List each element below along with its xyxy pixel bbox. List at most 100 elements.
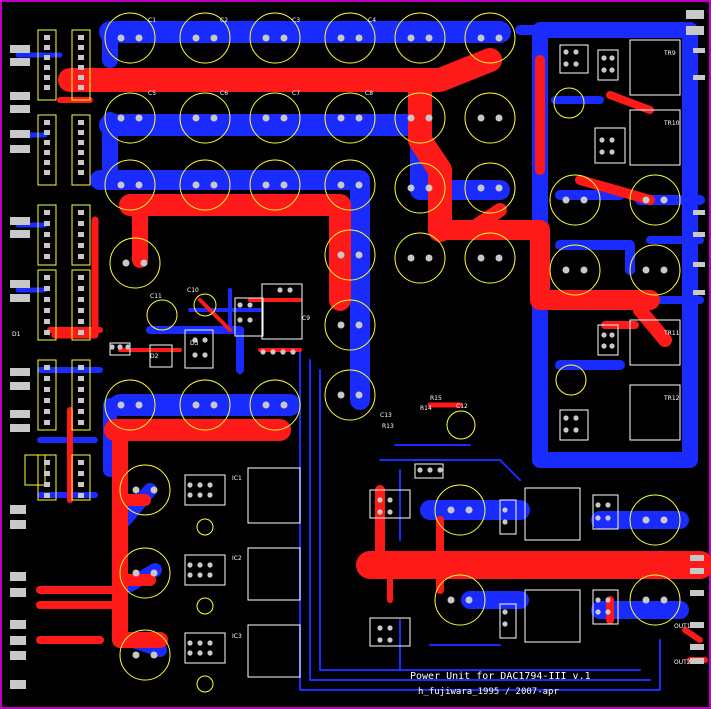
component-pad [44,120,50,125]
capacitor-pad [150,486,158,494]
silkscreen-labels: C1 C2 C3 C4 C5 C6 C7 C8 C9 C10 C11 C12 C… [12,17,691,697]
capacitor-pad [262,401,270,409]
component-pad [44,275,50,280]
component-pad [78,493,84,498]
small-components [109,44,626,693]
left-component-blocks [24,29,91,501]
capacitor-pad [465,506,473,514]
electrolytic-capacitor [179,159,231,211]
component-pad [78,330,84,335]
cap-label-c7: C7 [292,90,300,97]
small-pad [277,287,283,293]
small-pad [270,349,276,355]
label-d3: D3 [190,340,199,347]
electrolytic-capacitor [394,92,446,144]
small-pad [605,502,611,508]
capacitor-pad [465,596,473,604]
small-pad [595,515,601,521]
component-pad [44,65,50,70]
small-pad [247,317,253,323]
electrolytic-capacitor [249,12,301,64]
electrolytic-capacitor [464,92,516,144]
component-pad [78,150,84,155]
capacitor-pad [337,181,345,189]
small-pad [502,507,508,513]
component-pad [78,221,84,226]
capacitor-pad [642,196,650,204]
electrolytic-capacitor [394,12,446,64]
component-pad [78,243,84,248]
capacitor-pad [192,181,200,189]
component-pad [44,420,50,425]
component-pad [78,460,84,465]
capacitor-pad [660,516,668,524]
component-pad [44,365,50,370]
component-pad [78,471,84,476]
top-copper-layer [36,48,711,663]
electrolytic-capacitor [119,547,171,599]
capacitor-pad [280,181,288,189]
electrolytic-capacitor [324,229,376,281]
label-c10: C10 [187,287,199,294]
capacitor-pad [580,266,588,274]
component-pad [44,319,50,324]
component-pad [44,286,50,291]
capacitor-pad [337,114,345,122]
capacitor-pad [355,251,363,259]
capacitor-pad [355,34,363,42]
capacitor-pad [337,321,345,329]
small-pad [609,149,615,155]
small-pad [109,344,115,350]
capacitor-pad [477,254,485,262]
label-ic1: IC1 [232,475,242,482]
capacitor-pad [425,184,433,192]
small-pad [187,482,193,488]
big-capacitors [104,12,681,681]
component-pad [78,398,84,403]
component-pad [44,387,50,392]
small-pad [290,349,296,355]
small-pad [202,337,208,343]
electrolytic-capacitor [324,12,376,64]
component-pad [44,75,50,80]
capacitor-pad [562,266,570,274]
component-pad [44,35,50,40]
component-pad [44,170,50,175]
board-author: h_fujiwara_1995 / 2007-apr [418,687,559,697]
component-pad [78,297,84,302]
component-pad [78,420,84,425]
small-pad [573,415,579,421]
capacitor-pad [122,259,130,267]
electrolytic-capacitor [629,244,681,296]
small-pad [601,332,607,338]
small-pad [609,137,615,143]
electrolytic-capacitor [119,464,171,516]
capacitor-pad [495,114,503,122]
small-pad [609,67,615,73]
small-pad [125,344,131,350]
electrolytic-capacitor [324,299,376,351]
small-pad [187,492,193,498]
component-pad [44,460,50,465]
capacitor-pad [337,251,345,259]
electrolytic-capacitor [104,92,156,144]
label-out2: OUT2 [674,659,691,666]
capacitor-pad [210,114,218,122]
small-pad [563,61,569,67]
right-edge-connectors [686,10,705,664]
small-pad [387,497,393,503]
electrolytic-capacitor [119,629,171,681]
component-pad [44,210,50,215]
small-pad [502,609,508,615]
small-pad [207,482,213,488]
small-pad [437,467,443,473]
small-pad [387,509,393,515]
small-pad [563,49,569,55]
label-c9: C9 [302,315,310,322]
capacitor-pad [642,516,650,524]
label-ic2: IC2 [232,555,242,562]
capacitor-pad [660,266,668,274]
component-pad [44,150,50,155]
capacitor-pad [355,321,363,329]
